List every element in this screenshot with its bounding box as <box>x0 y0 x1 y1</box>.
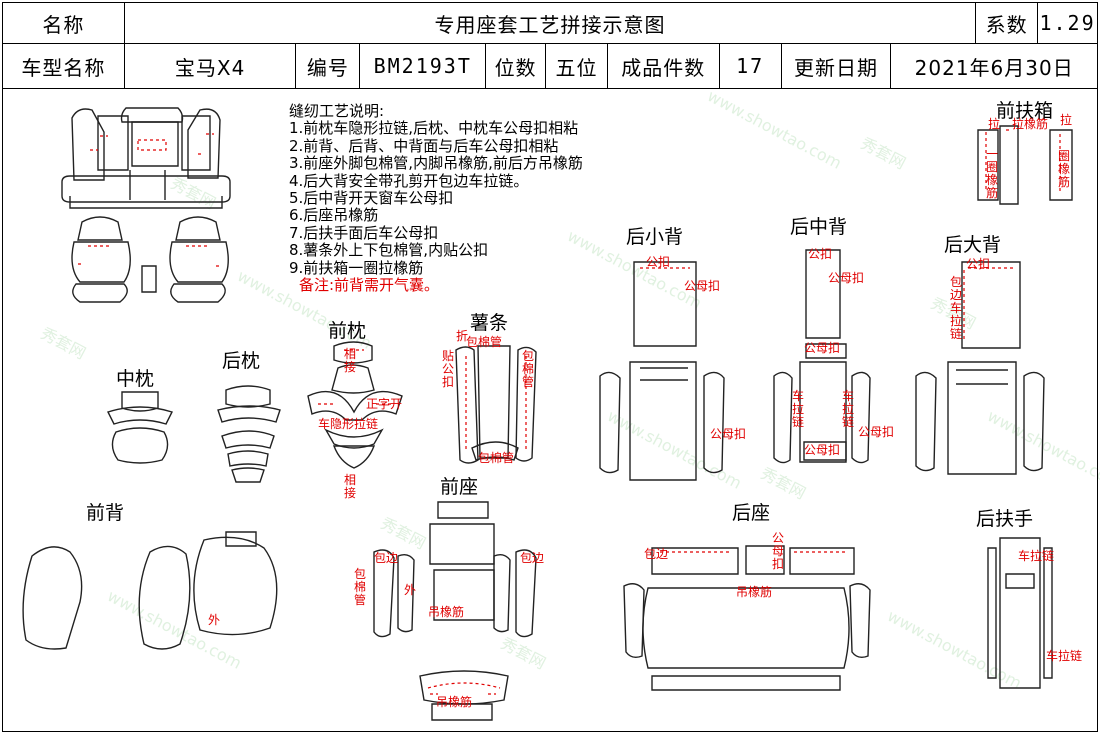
note-item: 8.薯条外上下包棉管,内贴公扣 <box>289 241 489 260</box>
label-rear-middle-back: 后中背 <box>790 216 848 238</box>
seam-annotation: 外 <box>208 613 221 627</box>
seam-annotation: 包边车拉链 <box>950 275 963 341</box>
seam-annotation: 一圈橡筋 <box>986 147 999 200</box>
seam-annotation: 吊橡筋 <box>428 605 465 619</box>
label-front-back: 前背 <box>86 502 125 524</box>
seam-annotation: 公母扣 <box>828 271 865 285</box>
pieces-label: 成品件数 <box>608 44 720 88</box>
sheet-title: 专用座套工艺拼接示意图 <box>125 3 977 43</box>
seam-annotation: 公扣 <box>646 255 671 269</box>
front-seat-pieces <box>373 501 537 721</box>
seam-annotation: 包棉管 <box>522 349 535 389</box>
note-item: 2.前背、后背、中背面与后车公母扣相粘 <box>289 136 559 155</box>
seam-annotation: 包棉管 <box>478 451 515 465</box>
seam-annotation: 公母扣 <box>710 427 747 441</box>
label-middle-headrest: 中枕 <box>116 368 155 390</box>
label-rear-headrest: 后枕 <box>222 350 261 372</box>
label-front-headrest: 前枕 <box>328 320 367 342</box>
front-seats-overview <box>71 216 229 303</box>
seam-annotation: 外 <box>404 583 417 597</box>
rear-armrest-pieces <box>987 537 1053 689</box>
seam-annotation: 公母扣 <box>858 425 895 439</box>
note-item: 9.前扶箱一圈拉橡筋 <box>289 258 424 277</box>
note-item: 7.后扶手面后车公母扣 <box>289 223 439 242</box>
coef-label: 系数 <box>976 3 1039 43</box>
seam-annotation: 折 <box>456 329 469 343</box>
seam-annotation: 正字开 <box>366 397 403 411</box>
seats-value: 五位 <box>546 44 608 88</box>
note-item: 5.后中背开天窗车公母扣 <box>289 189 454 208</box>
seam-annotation: 包棉管 <box>466 335 503 349</box>
label-fries: 薯条 <box>470 312 509 334</box>
middle-headrest-pieces <box>107 391 173 464</box>
rear-seat-pieces <box>623 545 871 691</box>
front-back-pieces <box>22 531 278 650</box>
seam-annotation: 拉 <box>1060 113 1073 127</box>
seam-annotation: 车隐形拉链 <box>318 417 379 431</box>
notes-remark: 备注:前背需开气囊。 <box>299 276 440 295</box>
seam-annotation: 相接 <box>344 473 357 500</box>
seam-annotation: 公扣 <box>808 247 833 261</box>
seam-annotation: 车拉链 <box>792 389 805 429</box>
seam-annotation: 公母扣 <box>772 531 785 571</box>
front-armbox-pieces <box>977 125 1073 205</box>
code-label: 编号 <box>296 44 361 88</box>
seam-annotation: 相接 <box>344 347 357 374</box>
date-value: 2021年6月30日 <box>914 55 1074 80</box>
seam-annotation: 车拉链 <box>1046 649 1083 663</box>
fries-pieces <box>455 345 537 464</box>
model-value: 宝马X4 <box>125 44 297 88</box>
code-value: BM2193T <box>360 44 487 88</box>
label-rear-big-back: 后大背 <box>944 234 1002 256</box>
note-item: 1.前枕车隐形拉链,后枕、中枕车公母扣相粘 <box>289 119 579 138</box>
name-label: 名称 <box>3 3 125 43</box>
rear-big-back-pieces <box>915 261 1045 475</box>
rear-small-back-pieces <box>599 261 725 481</box>
label-front-armbox: 前扶箱 <box>996 100 1054 122</box>
label-rear-armrest: 后扶手 <box>976 508 1034 530</box>
seam-annotation: 吊橡筋 <box>736 585 773 599</box>
seam-annotation: 包棉管 <box>354 567 367 607</box>
seam-annotation: 车拉链 <box>1018 549 1055 563</box>
seam-annotation: 拉橡筋 <box>1012 117 1049 131</box>
seam-annotation: 公母扣 <box>804 443 841 457</box>
sewing-notes: 缝纫工艺说明: 1.前枕车隐形拉链,后枕、中枕车公母扣相粘 2.前背、后背、中背… <box>289 102 583 295</box>
seam-annotation: 圈橡筋 <box>1058 149 1071 189</box>
seam-annotation: 公母扣 <box>684 279 721 293</box>
seam-annotation: 公母扣 <box>804 341 841 355</box>
seam-annotation: 贴公扣 <box>442 349 455 389</box>
seam-annotation: 包边 <box>520 551 545 565</box>
seats-label: 位数 <box>486 44 547 88</box>
seam-annotation: 包边 <box>644 547 669 561</box>
label-front-seat: 前座 <box>440 476 479 498</box>
header-row-2: 车型名称 宝马X4 编号 BM2193T 位数 五位 成品件数 17 更新日期 … <box>2 43 1098 89</box>
rear-headrest-pieces <box>217 385 281 483</box>
rear-middle-back-pieces <box>773 249 871 464</box>
notes-title: 缝纫工艺说明: <box>289 102 385 120</box>
label-rear-small-back: 后小背 <box>626 226 684 248</box>
seam-annotation: 吊橡筋 <box>436 695 473 709</box>
diagram-body <box>2 89 1098 732</box>
date-label: 更新日期 <box>782 44 892 88</box>
coef-value: 1.29 <box>1039 11 1096 35</box>
note-item: 3.前座外脚包棉管,内脚吊橡筋,前后方吊橡筋 <box>289 154 583 173</box>
pieces-value: 17 <box>720 44 782 88</box>
note-item: 6.后座吊橡筋 <box>289 206 379 225</box>
front-headrest-pieces <box>307 341 403 469</box>
seam-annotation: 公扣 <box>966 257 991 271</box>
seam-annotation: 包边 <box>374 551 399 565</box>
header-row-1: 名称 专用座套工艺拼接示意图 系数 1.29 <box>2 2 1098 44</box>
note-item: 4.后大背安全带孔剪开包边车拉链。 <box>289 171 529 190</box>
seam-annotation: 拉 <box>988 117 1001 131</box>
label-rear-seat: 后座 <box>732 502 771 524</box>
model-label: 车型名称 <box>3 44 125 88</box>
seam-annotation: 车拉链 <box>842 389 855 429</box>
rear-bench-overview <box>61 107 231 209</box>
